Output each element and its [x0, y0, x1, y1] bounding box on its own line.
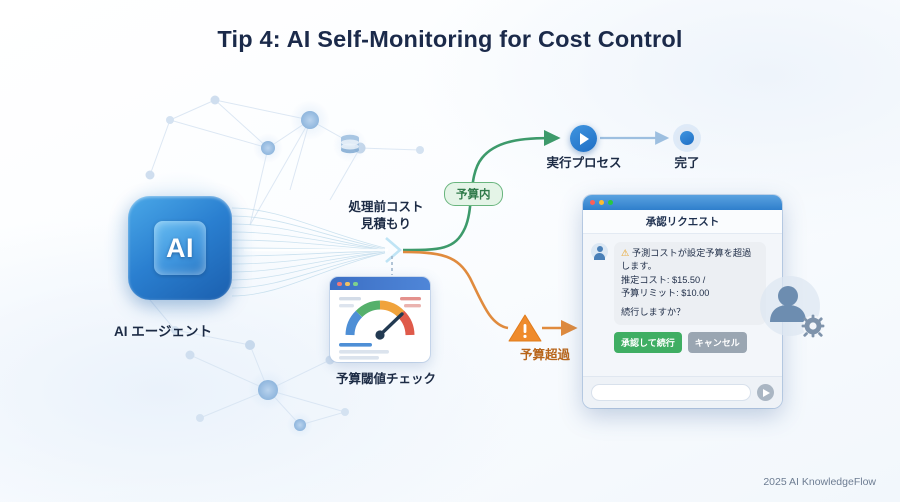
page-title: Tip 4: AI Self-Monitoring for Cost Contr…: [217, 26, 683, 52]
filled-circle-icon: [676, 127, 698, 149]
approval-request-window: 承認リクエスト ⚠ 予測コストが設定予算を超過します。 推定コスト: $15.5…: [583, 195, 782, 408]
close-icon[interactable]: [590, 200, 595, 205]
gauge-card-titlebar: [330, 277, 430, 290]
user-gear-icon: [760, 276, 825, 338]
action-button-row: 承認して続行 キャンセル: [614, 331, 774, 353]
chat-message: ⚠ 予測コストが設定予算を超過します。 推定コスト: $15.50 / 予算リミ…: [591, 242, 774, 325]
chat-input[interactable]: [591, 384, 751, 401]
warning-triangle-icon: [508, 314, 542, 342]
exec-process-label: 実行プロセス: [546, 156, 622, 170]
send-arrow-icon[interactable]: [757, 384, 774, 401]
window-title: 承認リクエスト: [583, 210, 782, 234]
message-line4: 続行しますか？: [621, 307, 686, 318]
gauge-svg: [339, 297, 421, 360]
message-bubble: ⚠ 予測コストが設定予算を超過します。 推定コスト: $15.50 / 予算リミ…: [614, 242, 766, 325]
minimize-icon[interactable]: [599, 200, 604, 205]
pre-estimate-label: 処理前コスト 見積もり: [320, 199, 452, 233]
chip-label: AI: [154, 221, 206, 275]
chat-body: ⚠ 予測コストが設定予算を超過します。 推定コスト: $15.50 / 予算リミ…: [583, 234, 782, 376]
approve-button[interactable]: 承認して続行: [614, 331, 682, 353]
chip-body: AI: [128, 196, 232, 300]
pre-estimate-line2: 見積もり: [360, 216, 411, 231]
user-avatar-icon: [591, 243, 608, 260]
traffic-light-green: [353, 281, 358, 286]
gauge-card-label: 予算閾値チェック: [335, 372, 436, 386]
chat-footer: [583, 376, 782, 408]
done-label: 完了: [674, 156, 700, 170]
message-line1: 予測コストが設定予算を超過します。: [621, 248, 752, 272]
window-titlebar: [583, 195, 782, 210]
ai-agent-label: AI エージェント: [114, 324, 212, 339]
footer-credit: 2025 AI KnowledgeFlow: [763, 476, 876, 488]
within-budget-badge: 予算内: [444, 182, 503, 206]
database-cylinder-icon: [333, 128, 367, 162]
maximize-icon[interactable]: [608, 200, 613, 205]
play-circle-icon[interactable]: [570, 125, 597, 152]
traffic-light-red: [337, 281, 342, 286]
pre-estimate-line1: 処理前コスト: [348, 200, 424, 214]
traffic-light-yellow: [345, 281, 350, 286]
gauge-meter-icon: [330, 277, 430, 362]
message-line2: 推定コスト: $15.50 /: [621, 274, 706, 285]
ai-chip-icon: AI: [102, 170, 258, 326]
warning-glyph: ⚠: [621, 248, 630, 258]
message-line3: 予算リミット: $10.00: [621, 288, 710, 299]
over-budget-label: 予算超過: [519, 348, 570, 362]
message-spacer: [621, 300, 759, 306]
cancel-button[interactable]: キャンセル: [687, 331, 747, 353]
